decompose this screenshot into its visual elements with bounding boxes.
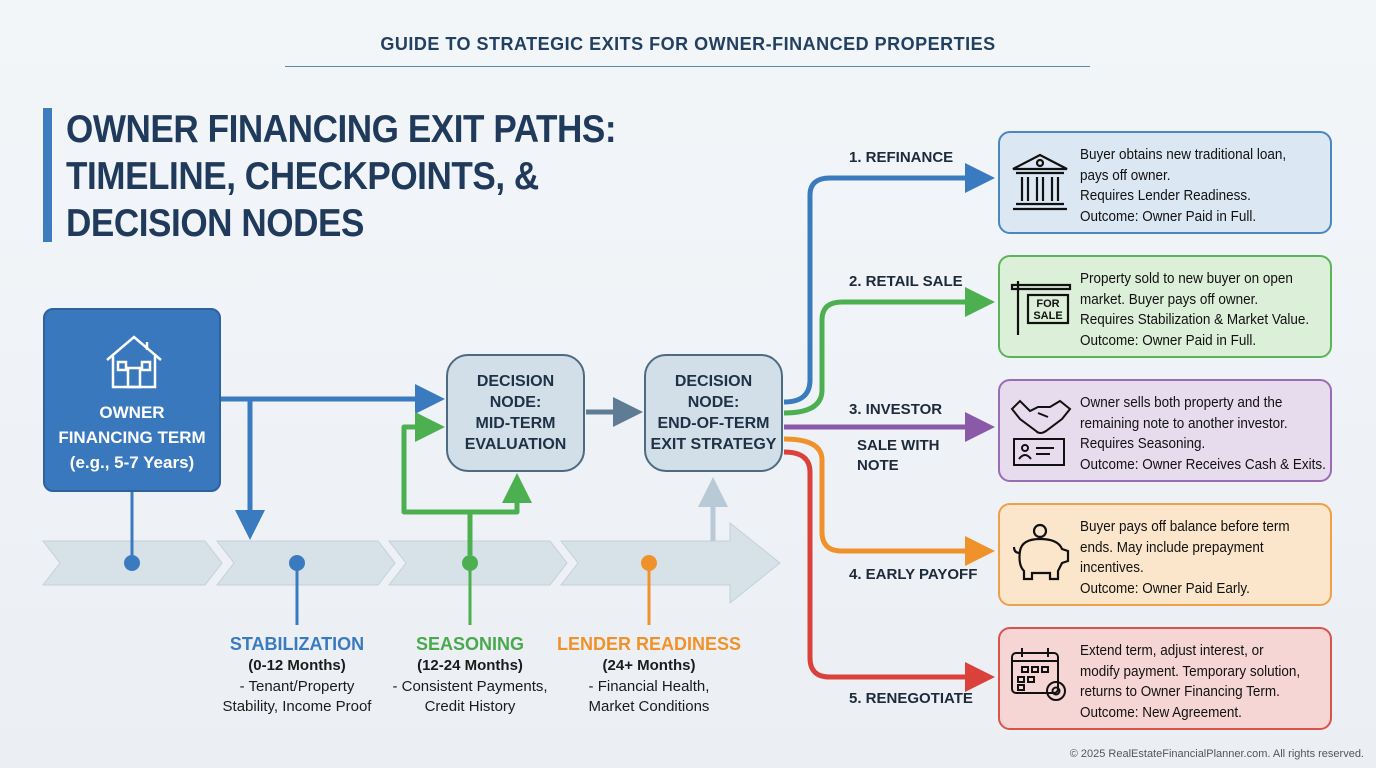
title-line: TIMELINE, CHECKPOINTS, & [66, 155, 539, 198]
page-title: OWNER FINANCING EXIT PATHS: TIMELINE, CH… [66, 106, 617, 247]
outcome-box-retail-sale: FOR SALE Property sold to new buyer on o… [998, 255, 1332, 358]
owner-box-line: OWNER [99, 403, 165, 422]
branch-label-refinance: 1. REFINANCE [849, 149, 954, 166]
svg-text:FOR: FOR [1036, 298, 1059, 310]
branch-label-renegotiate: 5. RENEGOTIATE [849, 690, 973, 707]
branch-label-retail-sale: 2. RETAIL SALE [849, 273, 963, 290]
bank-icon [1012, 153, 1068, 211]
outcome-box-refinance: Buyer obtains new traditional loan,pays … [998, 131, 1332, 234]
copyright: © 2025 RealEstateFinancialPlanner.com. A… [1069, 748, 1364, 760]
owner-financing-term-box: OWNER FINANCING TERM (e.g., 5-7 Years) [43, 308, 221, 492]
owner-box-line: (e.g., 5-7 Years) [69, 453, 195, 472]
house-icon [106, 335, 162, 389]
branch-label-investor: 3. INVESTOR [849, 401, 943, 418]
svg-text:SALE: SALE [1033, 310, 1062, 322]
header: GUIDE TO STRATEGIC EXITS FOR OWNER-FINAN… [380, 34, 996, 54]
owner-box-line: FINANCING TERM [58, 428, 206, 447]
title-accent-bar [43, 108, 52, 242]
branch-label-early-payoff: 4. EARLY PAYOFF [849, 566, 978, 583]
for-sale-sign-icon: FOR SALE [1010, 281, 1072, 335]
branch-label-investor-line2: SALE WITH [857, 437, 940, 454]
header-divider [285, 66, 1090, 67]
handshake-icon [1010, 399, 1072, 466]
calendar-gear-icon [1011, 648, 1066, 701]
branch-label-investor-line3: NOTE [857, 457, 899, 474]
title-line: OWNER FINANCING EXIT PATHS: [66, 108, 617, 151]
timeline-lender-readiness: LENDER READINESS (24+ Months) - Financia… [556, 634, 742, 715]
piggy-bank-icon [1012, 523, 1070, 581]
timeline-seasoning: SEASONING (12-24 Months) - Consistent Pa… [392, 634, 548, 715]
timeline-track [41, 521, 781, 605]
title-line: DECISION NODES [66, 202, 364, 245]
timeline-stabilization: STABILIZATION (0-12 Months) - Tenant/Pro… [222, 634, 372, 715]
